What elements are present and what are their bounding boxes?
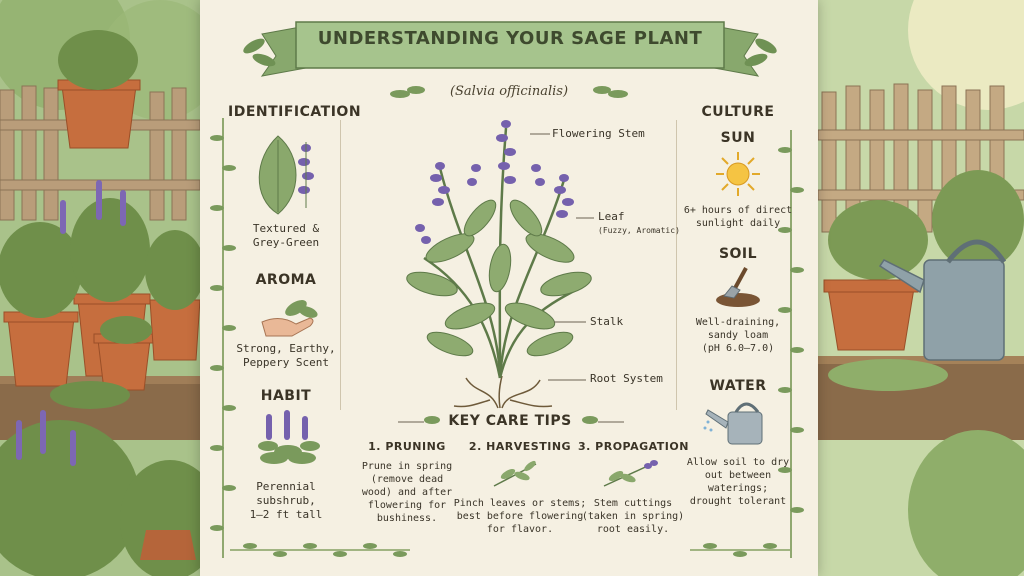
pruning-line-3: wood) and after <box>361 487 453 498</box>
left-vine-border <box>210 118 236 558</box>
harvesting-line-1: Pinch leaves or stems; <box>453 498 587 509</box>
culture-heading: CULTURE <box>701 104 775 120</box>
care-tips-heading: KEY CARE TIPS <box>448 413 572 429</box>
right-column-divider <box>676 120 677 410</box>
pruning-line-5: bushiness. <box>376 513 438 524</box>
title-banner <box>243 21 777 77</box>
label-root-system: Root System <box>590 372 663 385</box>
left-garden-background <box>0 0 200 576</box>
identification-heading: IDENTIFICATION <box>228 104 362 120</box>
identification-text-2: Grey-Green <box>252 236 320 249</box>
subtitle: (Salvia officinalis) <box>449 84 569 99</box>
habit-heading: HABIT <box>260 388 312 404</box>
right-vine-border <box>778 130 804 558</box>
habit-text-1: Perennial <box>256 480 316 493</box>
sage-leaf-icon <box>258 135 314 215</box>
water-heading: WATER <box>709 378 767 394</box>
label-leaf-note: (Fuzzy, Aromatic) <box>598 226 680 235</box>
propagation-line-3: root easily. <box>596 524 670 535</box>
sage-plant-diagram <box>406 120 594 409</box>
hand-holding-leaves-icon <box>261 300 318 337</box>
bottom-vine-border <box>230 543 790 557</box>
watering-can-icon <box>703 402 763 445</box>
cutting-sprig-icon <box>603 460 658 487</box>
care-tips-sprigs <box>398 416 624 424</box>
harvested-sprig-icon <box>493 460 537 487</box>
pruning-line-2: (remove dead <box>370 474 444 485</box>
water-line-3: waterings; <box>707 483 769 494</box>
pruning-title: 1. PRUNING <box>368 440 446 453</box>
water-line-2: out between <box>704 470 772 481</box>
water-line-1: Allow soil to dry <box>686 457 790 468</box>
sun-icon <box>716 152 760 196</box>
sun-line-2: sunlight daily <box>695 218 781 229</box>
harvesting-line-3: for flavor. <box>486 524 554 535</box>
aroma-heading: AROMA <box>255 272 317 288</box>
sun-heading: SUN <box>720 130 756 146</box>
page-title: UNDERSTANDING YOUR SAGE PLANT <box>317 28 703 49</box>
habit-text-2: subshrub, <box>256 494 316 507</box>
label-flowering-stem: Flowering Stem <box>552 127 645 140</box>
soil-line-2: sandy loam <box>707 330 769 341</box>
water-line-4: drought tolerant <box>689 496 787 507</box>
soil-line-3: (pH 6.0–7.0) <box>701 343 775 354</box>
propagation-line-2: (taken in spring) <box>581 511 685 522</box>
infographic-card: UNDERSTANDING YOUR SAGE PLANT (Salvia of… <box>200 0 818 576</box>
harvesting-title: 2. HARVESTING <box>468 440 572 453</box>
aroma-text-1: Strong, Earthy, <box>236 342 336 355</box>
harvesting-line-2: best before flowering <box>456 511 584 522</box>
aroma-text-2: Peppery Scent <box>242 356 330 369</box>
pruning-line-1: Prune in spring <box>361 461 453 472</box>
subtitle-sprigs <box>390 86 628 98</box>
propagation-title: 3. PROPAGATION <box>578 440 689 453</box>
trowel-soil-icon <box>716 267 760 307</box>
label-leaf: Leaf <box>598 210 625 223</box>
soil-line-1: Well-draining, <box>695 317 781 328</box>
sun-line-1: 6+ hours of direct <box>683 205 793 216</box>
right-garden-background <box>818 0 1024 576</box>
habit-text-3: 1–2 ft tall <box>249 508 323 521</box>
propagation-line-1: Stem cuttings <box>593 498 673 509</box>
sage-shrub-icon <box>258 410 320 464</box>
label-stalk: Stalk <box>590 315 624 328</box>
identification-text-1: Textured & <box>252 222 320 235</box>
pruning-line-4: flowering for <box>367 500 447 511</box>
left-column-divider <box>340 120 341 410</box>
soil-heading: SOIL <box>718 246 758 262</box>
